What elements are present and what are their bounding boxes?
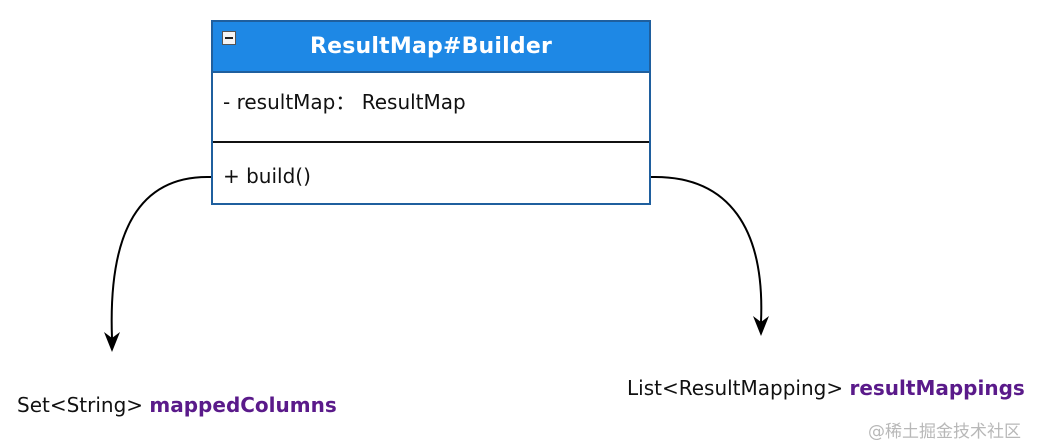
class-title: ResultMap#Builder	[309, 34, 553, 59]
uml-class-box: ResultMap#Builder - resultMap： ResultMap…	[211, 20, 651, 205]
arrow-to-result-mappings	[650, 175, 763, 323]
result-mappings-label: List<ResultMapping> resultMappings	[627, 376, 1025, 400]
mapped-columns-label: Set<String> mappedColumns	[17, 393, 337, 417]
mapped-columns-name: mappedColumns	[149, 393, 337, 417]
class-attribute: - resultMap： ResultMap	[223, 90, 466, 114]
arrowhead-right	[753, 316, 769, 336]
result-mappings-type: List<ResultMapping>	[627, 376, 844, 400]
result-mappings-name: resultMappings	[849, 376, 1025, 400]
collapse-icon[interactable]	[222, 31, 236, 45]
arrow-to-mapped-columns	[110, 175, 212, 339]
arrowhead-left	[104, 332, 120, 352]
class-divider	[213, 141, 649, 143]
uml-class-header: ResultMap#Builder	[213, 22, 649, 73]
mapped-columns-type: Set<String>	[17, 393, 144, 417]
class-method: + build()	[223, 164, 311, 188]
watermark-text: @稀土掘金技术社区	[868, 422, 1021, 442]
